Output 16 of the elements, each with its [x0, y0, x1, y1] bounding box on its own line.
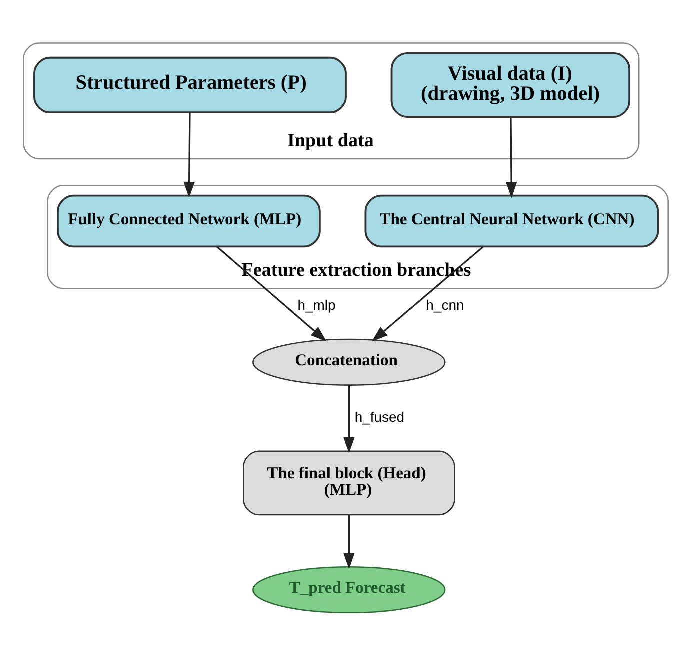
- node-box: Fully Connected Network (MLP): [57, 194, 321, 248]
- arrow: [184, 112, 195, 198]
- arrow: [216, 246, 327, 342]
- node-box: The Central Neural Network (CNN): [364, 194, 660, 248]
- arrow: [506, 117, 518, 198]
- edge-label: h_mlp: [298, 297, 336, 314]
- node-box: Visual data (I) (drawing, 3D model): [390, 52, 630, 118]
- arrow: [344, 515, 355, 570]
- arrow: [344, 385, 355, 454]
- node-ellipse: T_pred Forecast: [252, 566, 446, 614]
- edge-label: h_fused: [354, 408, 405, 425]
- node-box: Structured Parameters (P): [34, 56, 347, 114]
- arrow: [372, 246, 484, 342]
- node-box: The final block (Head) (MLP): [243, 450, 456, 516]
- edge-label: h_cnn: [426, 297, 464, 314]
- node-ellipse: Concatenation: [252, 338, 446, 386]
